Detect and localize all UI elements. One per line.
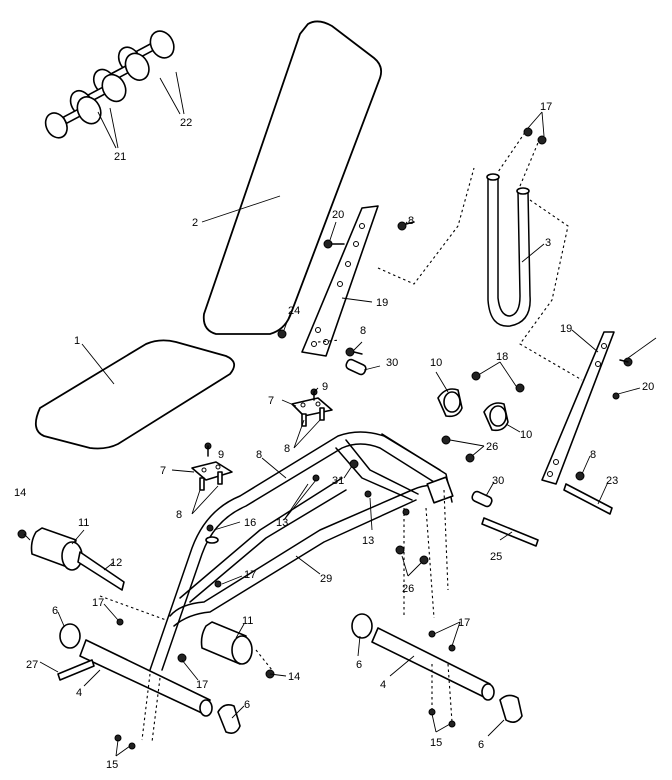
bracket-upper	[291, 397, 333, 427]
label-part-21: 21	[114, 151, 126, 163]
label-part-6: 6	[356, 659, 362, 671]
label-part-27: 27	[26, 659, 38, 671]
label-part-14: 14	[288, 671, 300, 683]
u-bracket	[486, 173, 545, 327]
label-part-4: 4	[380, 679, 386, 691]
label-part-30: 30	[386, 357, 398, 369]
label-part-26: 26	[486, 441, 498, 453]
label-part-20: 20	[642, 381, 654, 393]
back-pad	[202, 20, 383, 335]
label-part-17: 17	[244, 569, 256, 581]
label-part-6: 6	[244, 699, 250, 711]
label-part-19: 19	[376, 297, 388, 309]
seat-pad	[34, 339, 236, 450]
label-part-1: 1	[74, 335, 80, 347]
upright-bar-right	[541, 329, 615, 485]
label-part-8: 8	[360, 325, 366, 337]
label-part-14: 14	[14, 487, 26, 499]
label-part-6: 6	[52, 605, 58, 617]
label-part-30: 30	[492, 475, 504, 487]
label-part-12: 12	[110, 557, 122, 569]
label-part-20: 20	[332, 209, 344, 221]
label-part-8: 8	[176, 509, 182, 521]
label-part-17: 17	[540, 101, 552, 113]
adjustment-knob-left	[437, 388, 463, 418]
label-part-6: 6	[478, 739, 484, 751]
label-part-17: 17	[196, 679, 208, 691]
label-part-18: 18	[496, 351, 508, 363]
label-part-10: 10	[430, 357, 442, 369]
dumbbells	[44, 30, 185, 149]
label-part-7: 7	[160, 465, 166, 477]
leader-lines	[23, 111, 657, 757]
label-part-8: 8	[256, 449, 262, 461]
main-frame	[149, 431, 454, 671]
label-part-16: 16	[244, 517, 256, 529]
label-part-13: 13	[362, 535, 374, 547]
label-part-10: 10	[520, 429, 532, 441]
adjustment-knob-right	[483, 402, 509, 432]
foam-roller-rear	[200, 621, 253, 665]
label-part-24: 24	[288, 305, 300, 317]
bracket-lower	[191, 461, 233, 491]
label-part-19: 19	[560, 323, 572, 335]
label-part-8: 8	[284, 443, 290, 455]
spacer-30-upper	[345, 358, 367, 376]
upright-bar-left	[301, 205, 379, 357]
label-part-9: 9	[218, 449, 224, 461]
label-part-17: 17	[458, 617, 470, 629]
label-part-26: 26	[402, 583, 414, 595]
label-part-8: 8	[590, 449, 596, 461]
part-labels: 1 2 3 4 4 6 6 6 6 7 7 8 8 8 8 8 8 9 9 10…	[14, 101, 654, 771]
spacer-30-lower	[471, 490, 493, 508]
bolt-long-rear	[563, 483, 613, 515]
label-part-15: 15	[430, 737, 442, 749]
bolt-long-frame	[481, 517, 539, 547]
label-part-31: 31	[332, 475, 344, 487]
label-part-3: 3	[545, 237, 551, 249]
label-part-23: 23	[606, 475, 618, 487]
front-crossbar	[59, 623, 241, 734]
label-part-7: 7	[268, 395, 274, 407]
foam-roller-front	[30, 527, 125, 591]
rear-crossbar	[351, 613, 523, 724]
hardware	[17, 127, 633, 750]
label-part-11: 11	[78, 517, 89, 529]
label-part-13: 13	[276, 517, 288, 529]
label-part-15: 15	[106, 759, 118, 771]
label-part-11: 11	[242, 615, 253, 627]
label-part-8: 8	[408, 215, 414, 227]
label-part-9: 9	[322, 381, 328, 393]
bolt-27	[57, 659, 95, 681]
label-part-4: 4	[76, 687, 82, 699]
label-part-22: 22	[180, 117, 192, 129]
label-part-29: 29	[320, 573, 332, 585]
label-part-17: 17	[92, 597, 104, 609]
label-part-2: 2	[192, 217, 198, 229]
label-part-25: 25	[490, 551, 502, 563]
